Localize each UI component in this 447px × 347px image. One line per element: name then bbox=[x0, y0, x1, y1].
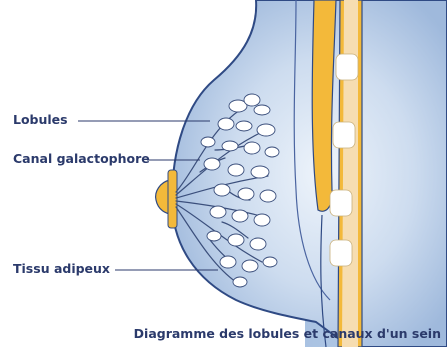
label-tissu-adipeux: Tissu adipeux bbox=[13, 261, 110, 276]
areola bbox=[168, 170, 177, 228]
breast-tissue bbox=[172, 0, 447, 347]
label-canal-galactophore: Canal galactophore bbox=[13, 151, 150, 166]
rib-column-core bbox=[342, 0, 358, 347]
label-lobules: Lobules bbox=[13, 112, 68, 127]
diagram-caption: Diagramme des lobules et canaux d'un sei… bbox=[134, 326, 441, 341]
